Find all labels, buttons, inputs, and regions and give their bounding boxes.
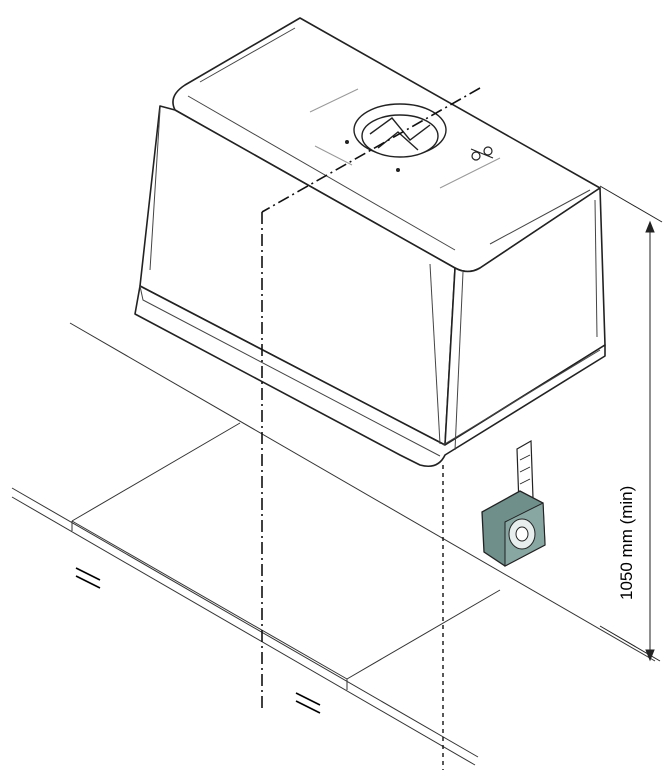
exhaust-outlet: [353, 103, 447, 158]
height-dimension: [599, 185, 663, 662]
center-line: [261, 87, 481, 708]
airflow-symbol-icon: [470, 146, 494, 161]
worktop-lines: [11, 322, 656, 766]
measuring-tape-icon: [481, 439, 546, 567]
parallel-lines-symbol: [75, 567, 321, 714]
top-marks: [345, 140, 400, 172]
dimension-label: 1050 mm (min): [617, 486, 636, 600]
hood-details: [139, 27, 601, 457]
cooker-hood: [134, 17, 606, 468]
